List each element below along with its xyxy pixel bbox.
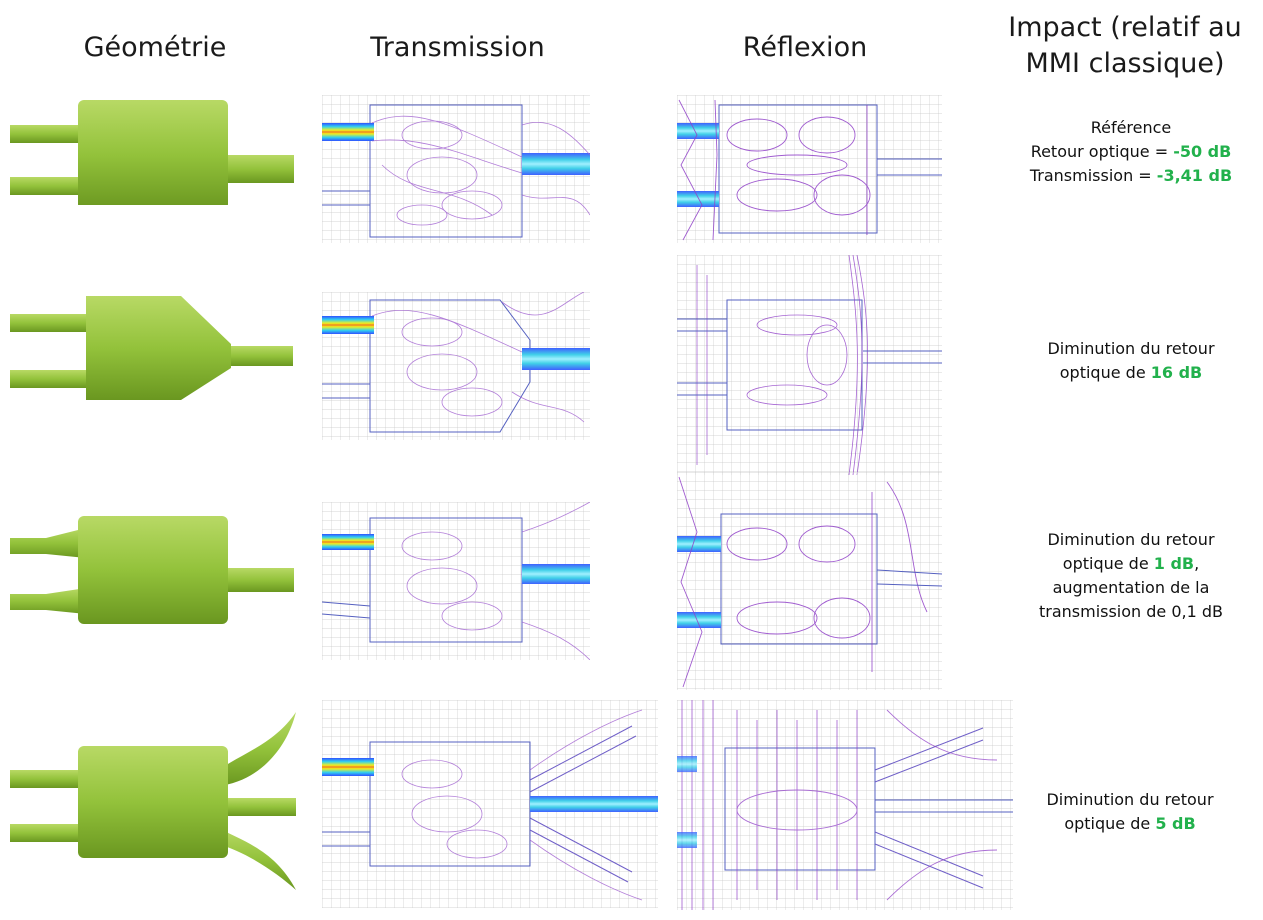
impact-row1: Référence Retour optique = -50 dB Transm…: [1000, 116, 1262, 188]
impact-row4: Diminution du retour optique de 5 dB: [1015, 788, 1245, 836]
impact-row4-line1: Diminution du retour: [1046, 790, 1214, 809]
header-transmission: Transmission: [370, 32, 545, 63]
reflection-map-row1: [677, 95, 942, 243]
impact-row3-line3: augmentation de la: [1052, 578, 1210, 597]
impact-row1-line3-label: Transmission =: [1029, 166, 1157, 185]
transmission-map-row3: [322, 502, 590, 660]
impact-row1-line1: Référence: [1090, 118, 1172, 137]
header-impact-line2: MMI classique): [1025, 48, 1225, 79]
reflection-map-row4: [677, 700, 1013, 910]
impact-row3-line1: Diminution du retour: [1047, 530, 1215, 549]
reflection-map-row2: [677, 255, 942, 475]
impact-row2-line1: Diminution du retour: [1047, 339, 1215, 358]
impact-row2: Diminution du retour optique de 16 dB: [1000, 337, 1262, 385]
impact-row2-line2-label: optique de: [1059, 363, 1151, 382]
impact-row4-line2-label: optique de: [1064, 814, 1156, 833]
transmission-map-row4: [322, 700, 658, 908]
reflection-map-row3: [677, 472, 942, 690]
impact-row4-value: 5 dB: [1155, 814, 1196, 833]
geometry-tapered-inputs-mmi: [10, 516, 294, 624]
geometry-classic-mmi: [10, 100, 294, 205]
impact-row3-value: 1 dB: [1153, 554, 1195, 573]
impact-row3-line4: transmission de 0,1 dB: [1038, 602, 1224, 621]
impact-row1-transmission-value: -3,41 dB: [1156, 166, 1233, 185]
impact-row1-line2-label: Retour optique =: [1030, 142, 1174, 161]
impact-row3-line2-suffix: ,: [1194, 554, 1200, 573]
geometry-curved-arms-mmi: [10, 712, 296, 890]
impact-row1-return-loss-value: -50 dB: [1173, 142, 1232, 161]
transmission-map-row2: [322, 292, 590, 440]
header-reflection: Réflexion: [742, 32, 868, 63]
transmission-map-row1: [322, 95, 590, 243]
geometry-tapered-output-mmi: [10, 296, 293, 400]
header-geometry: Géométrie: [83, 32, 227, 63]
impact-row3-line2-label: optique de: [1062, 554, 1154, 573]
impact-row3: Diminution du retour optique de 1 dB, au…: [1000, 528, 1262, 624]
impact-row2-value: 16 dB: [1150, 363, 1203, 382]
header-impact-line1: Impact (relatif au: [1008, 12, 1242, 43]
header-impact: Impact (relatif au MMI classique): [990, 10, 1260, 82]
